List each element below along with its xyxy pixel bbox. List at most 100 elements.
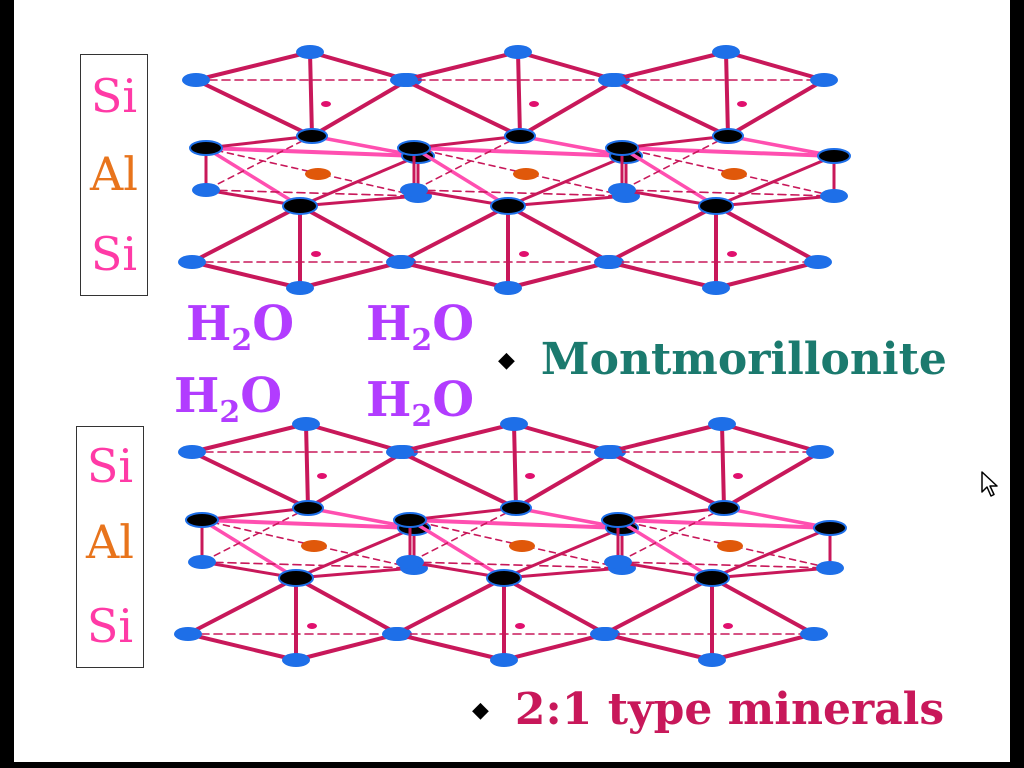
bond-line	[201, 519, 415, 569]
silicon-atom	[519, 251, 529, 257]
type-minerals-caption: ◆ 2:1 type minerals	[472, 688, 944, 732]
bond-line	[205, 189, 419, 197]
bond-line	[722, 450, 822, 510]
bond-line	[310, 78, 410, 138]
aluminium-atom	[305, 168, 331, 180]
oxygen-atom	[178, 255, 206, 269]
oxygen-atom	[594, 445, 622, 459]
hydroxyl-group	[601, 512, 635, 528]
bond-line	[710, 632, 816, 662]
oxygen-atom	[698, 653, 726, 667]
bond-line	[304, 422, 310, 510]
bond-line	[298, 154, 420, 208]
bond-line	[724, 50, 730, 138]
bond-line	[304, 422, 406, 454]
upper-al-label: Al	[90, 147, 138, 201]
silicon-atom	[529, 101, 539, 107]
aluminium-atom	[717, 540, 743, 552]
bond-line	[726, 134, 836, 158]
bond-line	[200, 518, 416, 530]
lower-layer-label-box: Si Al Si	[76, 426, 144, 668]
oxygen-atom	[400, 183, 428, 197]
bond-line	[306, 450, 406, 510]
type-minerals-text: 2:1 type minerals	[514, 684, 945, 735]
lower-si-bottom-label: Si	[86, 599, 134, 653]
oxygen-atom	[590, 627, 618, 641]
bond-line	[710, 576, 816, 636]
oxygen-atom	[286, 281, 314, 295]
bond-line	[621, 189, 835, 197]
bond-line	[720, 422, 726, 510]
hydroxyl-group	[189, 140, 223, 156]
hydroxyl-group	[486, 569, 522, 587]
hydroxyl-group	[292, 500, 324, 516]
bond-line	[409, 507, 517, 563]
slide: Si Al Si Si Al Si H2O H2O H2O H2O ◆ Mont…	[14, 0, 1010, 762]
bond-line	[398, 422, 516, 454]
bond-line	[200, 506, 310, 522]
bond-line	[412, 146, 510, 208]
hydroxyl-group	[698, 197, 734, 215]
hydroxyl-group	[296, 128, 328, 144]
silicon-atom	[515, 623, 525, 629]
bond-line	[412, 146, 628, 158]
bond-line	[616, 506, 726, 522]
bond-line	[606, 422, 724, 454]
hydroxyl-group	[605, 140, 639, 156]
hydroxyl-group	[185, 512, 219, 528]
bond-line	[617, 519, 831, 569]
bond-line	[394, 632, 506, 662]
bond-line	[602, 632, 714, 662]
bond-line	[194, 78, 314, 138]
hydroxyl-group	[282, 197, 318, 215]
oxygen-atom	[816, 561, 844, 575]
oxygen-atom	[804, 255, 832, 269]
bond-line	[201, 507, 309, 563]
bond-line	[616, 518, 832, 530]
oxygen-atom	[386, 255, 414, 269]
silicon-atom	[737, 101, 747, 107]
mouse-pointer-icon	[981, 471, 998, 497]
bond-line	[409, 519, 623, 569]
oxygen-atom	[500, 417, 528, 431]
bond-line	[722, 506, 832, 530]
bond-line	[190, 260, 302, 290]
bond-line	[502, 632, 608, 662]
hydroxyl-group	[817, 148, 851, 164]
bond-line	[298, 194, 420, 208]
oxygen-atom	[608, 183, 636, 197]
bond-line	[298, 204, 404, 264]
bond-line	[186, 576, 298, 636]
bond-line	[204, 134, 314, 150]
silicon-atom	[723, 623, 733, 629]
bond-line	[724, 50, 826, 82]
bond-line	[294, 566, 416, 580]
upper-si-bottom-label: Si	[90, 227, 138, 281]
bond-line	[516, 50, 618, 82]
bond-line	[610, 50, 728, 82]
aluminium-atom	[509, 540, 535, 552]
bond-line	[294, 526, 416, 580]
bond-line	[502, 576, 608, 636]
bond-line	[606, 260, 718, 290]
bond-line	[714, 260, 820, 290]
bond-line	[710, 566, 832, 580]
lower-al-label: Al	[86, 515, 134, 569]
oxygen-atom	[386, 445, 414, 459]
bond-line	[409, 561, 623, 569]
bond-line	[514, 450, 614, 510]
oxygen-atom	[702, 281, 730, 295]
bond-line	[620, 146, 718, 208]
bond-line	[205, 135, 313, 191]
bond-line	[512, 422, 518, 510]
bond-line	[726, 78, 826, 138]
oxygen-atom	[806, 445, 834, 459]
bond-line	[621, 147, 835, 197]
hydroxyl-group	[712, 128, 744, 144]
hydroxyl-group	[397, 140, 431, 156]
silicon-atom	[311, 251, 321, 257]
oxygen-atom	[504, 45, 532, 59]
bond-line	[714, 154, 836, 208]
oxygen-atom	[594, 255, 622, 269]
oxygen-atom	[178, 445, 206, 459]
